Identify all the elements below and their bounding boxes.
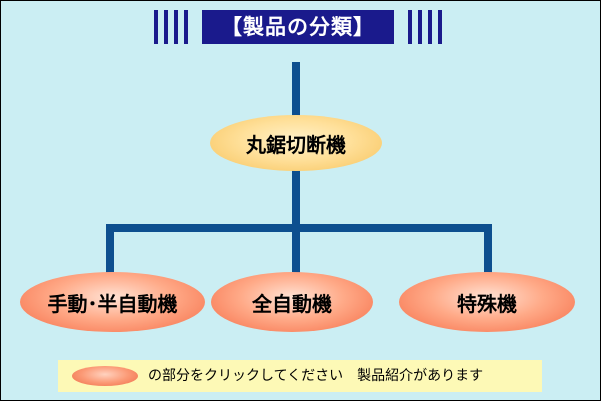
title-banner: 【製品の分類】 [154,10,442,44]
connector-trunk [292,170,300,228]
connector-right [484,224,492,274]
banner-stripe [164,10,168,44]
banner-stripe [174,10,178,44]
connector-center [292,224,300,274]
node-label: 全自動機 [252,291,332,316]
instruction-bar: の部分をクリックしてください 製品紹介があります [58,360,542,392]
connector-top [292,62,300,116]
node-label: 特殊機 [457,291,517,316]
node-label: 手動･半自動機 [47,291,178,316]
node-circular-saw-cutter[interactable]: 丸鋸切断機 [210,115,382,171]
page-title: 【製品の分類】 [202,10,394,44]
banner-stripe [418,10,422,44]
banner-stripe [438,10,442,44]
clickable-node-swatch [72,366,138,386]
banner-stripe [408,10,412,44]
node-special-machine[interactable]: 特殊機 [399,272,575,332]
node-fully-automatic[interactable]: 全自動機 [211,272,373,332]
node-label: 丸鋸切断機 [246,132,346,157]
connector-left [106,224,114,274]
banner-stripe [184,10,188,44]
banner-stripe [428,10,432,44]
node-manual-semi-auto[interactable]: 手動･半自動機 [20,272,205,332]
instruction-text: の部分をクリックしてください 製品紹介があります [148,368,484,384]
banner-stripe [154,10,158,44]
